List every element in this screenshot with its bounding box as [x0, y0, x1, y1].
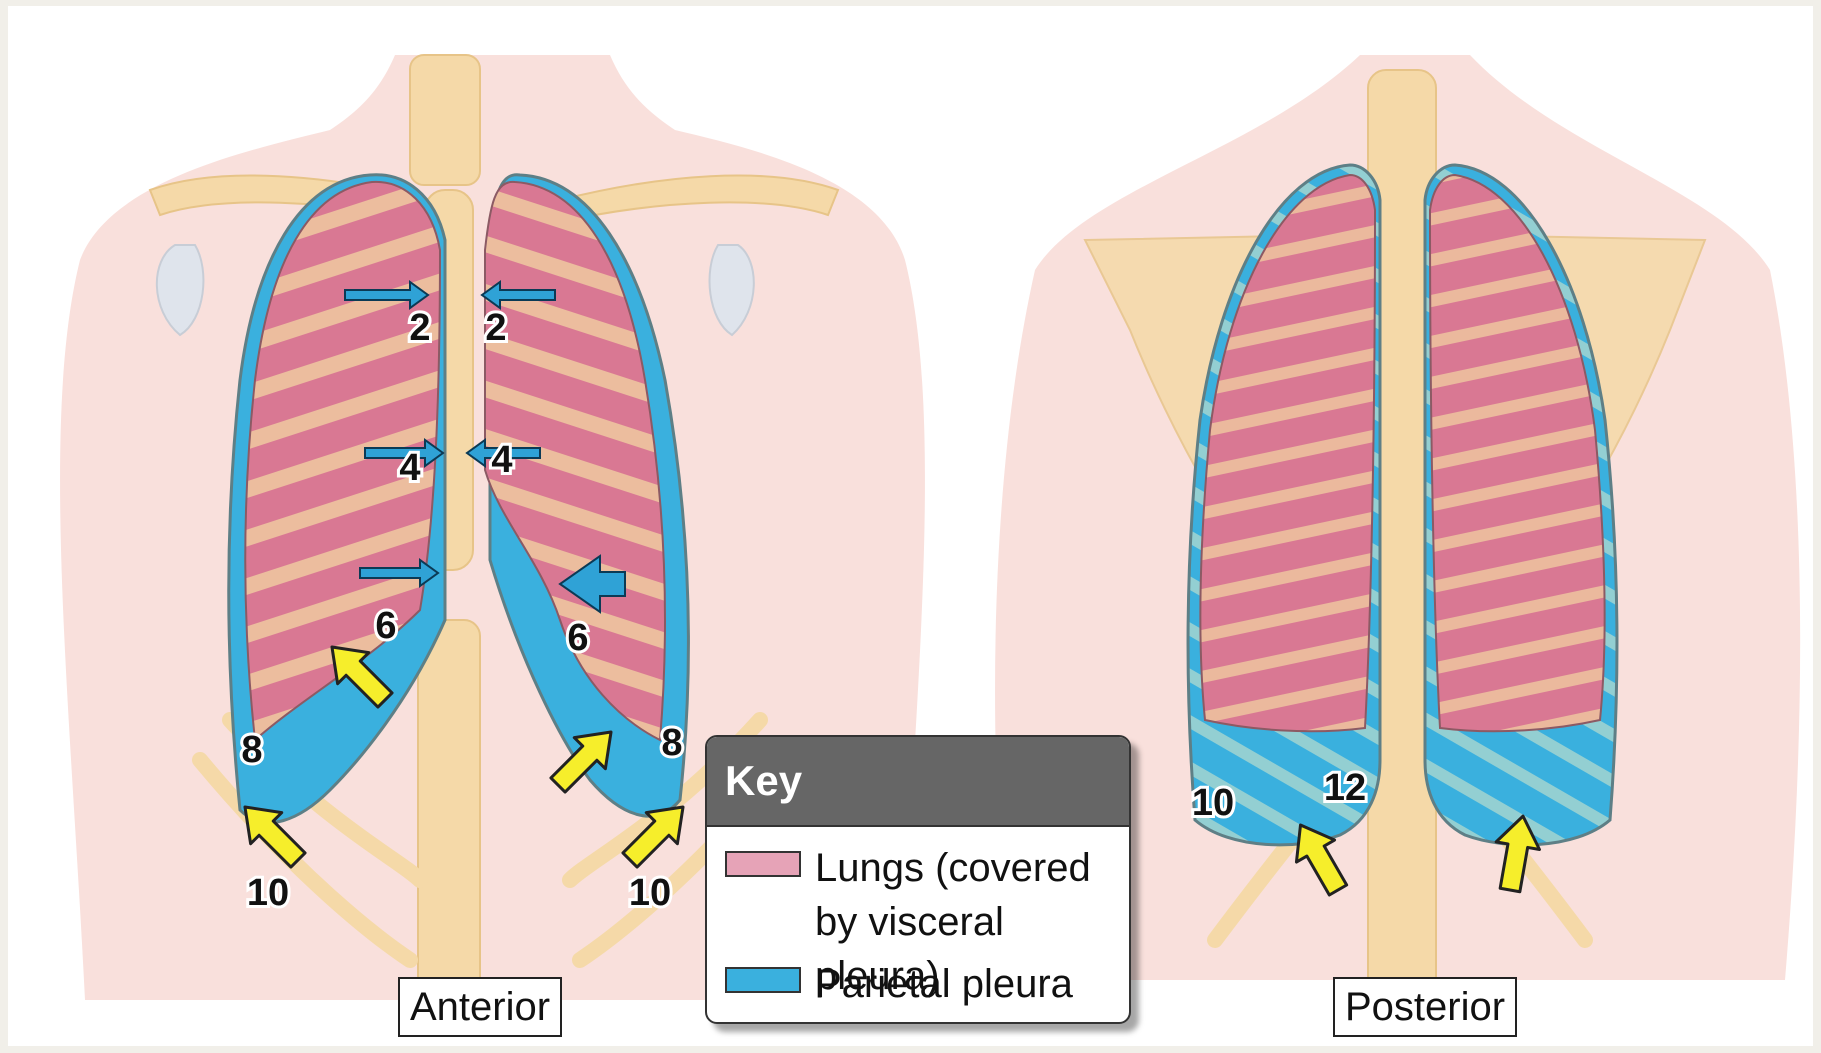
anterior-cervical-spine: [410, 55, 480, 185]
key-item-parietal-pleura: Parietal pleura: [725, 957, 1115, 1011]
lungs-swatch: [725, 851, 801, 877]
anterior-rib-number: 10: [629, 872, 671, 914]
anterior-rib-number: 2: [409, 307, 430, 349]
anterior-rib-number: 2: [485, 307, 506, 349]
posterior-rib-number: 12: [1324, 767, 1366, 809]
posterior-rib-number: 10: [1192, 782, 1234, 824]
parietal-pleura-swatch: [725, 967, 801, 993]
anterior-rib-number: 8: [661, 722, 682, 764]
anterior-rib-number: 6: [375, 605, 396, 647]
anterior-rib-number: 4: [491, 439, 512, 481]
anterior-label: Anterior: [398, 977, 562, 1037]
key-title: Key: [707, 737, 1129, 827]
anterior-rib-number: 4: [399, 447, 420, 489]
anterior-lumbar-spine: [418, 620, 480, 1000]
anterior-rib-number: 6: [567, 617, 588, 659]
key-item-label: Parietal pleura: [815, 957, 1115, 1011]
key-legend: Key Lungs (covered by visceral pleura) P…: [705, 735, 1131, 1024]
anterior-rib-number: 10: [247, 872, 289, 914]
posterior-label: Posterior: [1333, 977, 1517, 1037]
anterior-rib-number: 8: [241, 729, 262, 771]
